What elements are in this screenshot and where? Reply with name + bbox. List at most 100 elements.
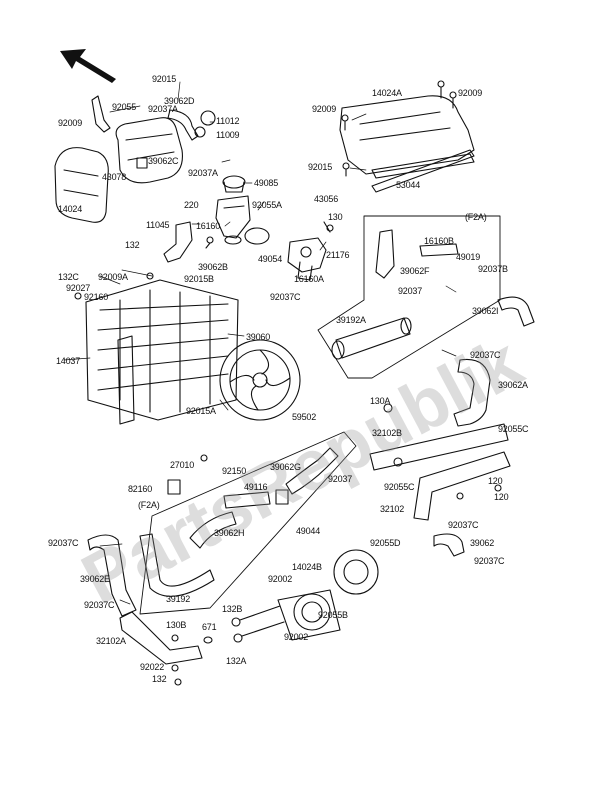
part-label: 132 (125, 240, 140, 250)
part-label: 92055A (252, 200, 282, 210)
part-label: 120 (488, 476, 503, 486)
o-ring (244, 227, 270, 245)
part-label: 39062E (80, 574, 110, 584)
detail-box-f2a (317, 215, 501, 379)
hose-39062d (167, 109, 199, 141)
part-label: 92037C (84, 600, 115, 610)
part-label: 92015 (308, 162, 333, 172)
part-label: 220 (184, 200, 199, 210)
damper-82160 (167, 479, 181, 495)
part-label: (F2A) (465, 212, 487, 222)
hose-39062e (87, 534, 137, 617)
part-label: 32102B (372, 428, 402, 438)
bracket-11045 (163, 221, 193, 263)
part-label: 92022 (140, 662, 165, 672)
part-label: 92015A (186, 406, 216, 416)
radiator-side-tank (117, 335, 135, 425)
part-label: (F2A) (138, 500, 160, 510)
part-label: 39062B (198, 262, 228, 272)
part-label: 14024 (58, 204, 83, 214)
part-label: 92009 (458, 88, 483, 98)
hose-39062g (285, 447, 339, 495)
hose-39062i (497, 296, 535, 327)
part-label: 130B (166, 620, 187, 630)
part-label: 132A (226, 656, 247, 666)
part-label: 92037A (148, 104, 178, 114)
hose-92055 (91, 95, 111, 133)
part-label: 32102A (96, 636, 126, 646)
part-label: 14037 (56, 356, 81, 366)
cap-11012 (200, 110, 216, 126)
cap-11009 (194, 126, 206, 138)
part-label: 92015B (184, 274, 214, 284)
part-label: 49044 (296, 526, 321, 536)
part-label: 130 (328, 212, 343, 222)
water-pump (277, 549, 379, 641)
part-label: 92055 (112, 102, 137, 112)
part-label: 53044 (396, 180, 421, 190)
part-label: 49085 (254, 178, 279, 188)
pipe-39192 (139, 533, 215, 597)
part-label: 32102 (380, 504, 405, 514)
hose-39062h (189, 511, 237, 549)
part-label: 92002 (284, 632, 309, 642)
part-label: 39062F (400, 266, 430, 276)
part-label: 49054 (258, 254, 283, 264)
hose-39062f (375, 229, 395, 279)
part-label: 130A (370, 396, 391, 406)
part-label: 21176 (326, 250, 350, 260)
pipe-32102 (413, 451, 511, 521)
part-label: 39062D (164, 96, 195, 106)
part-label: 39062I (472, 306, 499, 316)
part-label: 39062G (270, 462, 301, 472)
part-label: 92055C (384, 482, 415, 492)
hose-39062-right (433, 533, 465, 557)
part-label: 92037B (478, 264, 508, 274)
part-label: 11009 (216, 130, 240, 140)
fitting-49116 (223, 491, 271, 509)
leader-lines (63, 81, 457, 605)
part-label: 39192 (166, 594, 191, 604)
part-label: 39062 (470, 538, 495, 548)
part-label: 132C (58, 272, 79, 282)
part-label: 16160A (294, 274, 324, 284)
hose-39062a (453, 358, 491, 427)
front-direction-arrow-icon (60, 49, 116, 83)
screws (205, 80, 457, 249)
part-label: 39062C (148, 156, 179, 166)
detail-box-f2a-2 (139, 431, 357, 615)
part-label: 92037C (270, 292, 301, 302)
part-label: 14024B (292, 562, 322, 572)
radiator-cap (222, 175, 246, 189)
part-label: 39062A (498, 380, 528, 390)
pipe-32102b (369, 423, 509, 471)
part-label: 92015 (152, 74, 177, 84)
part-label: 11045 (146, 220, 170, 230)
filler-neck (215, 195, 251, 245)
part-label: 39192A (336, 315, 366, 325)
part-label: 92055B (318, 610, 348, 620)
reservoir-tank (115, 117, 183, 184)
fan (219, 339, 301, 421)
part-label: 92055C (498, 424, 529, 434)
part-label: 92027 (66, 283, 91, 293)
part-label: 59502 (292, 412, 317, 422)
part-label: 132 (152, 674, 167, 684)
part-label: 120 (494, 492, 509, 502)
part-label: 92037 (398, 286, 423, 296)
part-label: 132B (222, 604, 243, 614)
strip-53044 (371, 149, 475, 193)
part-label: 92002 (268, 574, 293, 584)
part-label: 671 (202, 622, 217, 632)
part-label: 92037 (328, 474, 353, 484)
thermostat-housing (287, 237, 327, 281)
pipe-39192a (335, 317, 411, 359)
part-label: 92055D (370, 538, 401, 548)
part-label: 49019 (456, 252, 481, 262)
part-label: 92037A (188, 168, 218, 178)
reservoir-cover (54, 147, 109, 223)
part-label: 14024A (372, 88, 402, 98)
part-label: 43078 (102, 172, 127, 182)
part-label: 82160 (128, 484, 153, 494)
